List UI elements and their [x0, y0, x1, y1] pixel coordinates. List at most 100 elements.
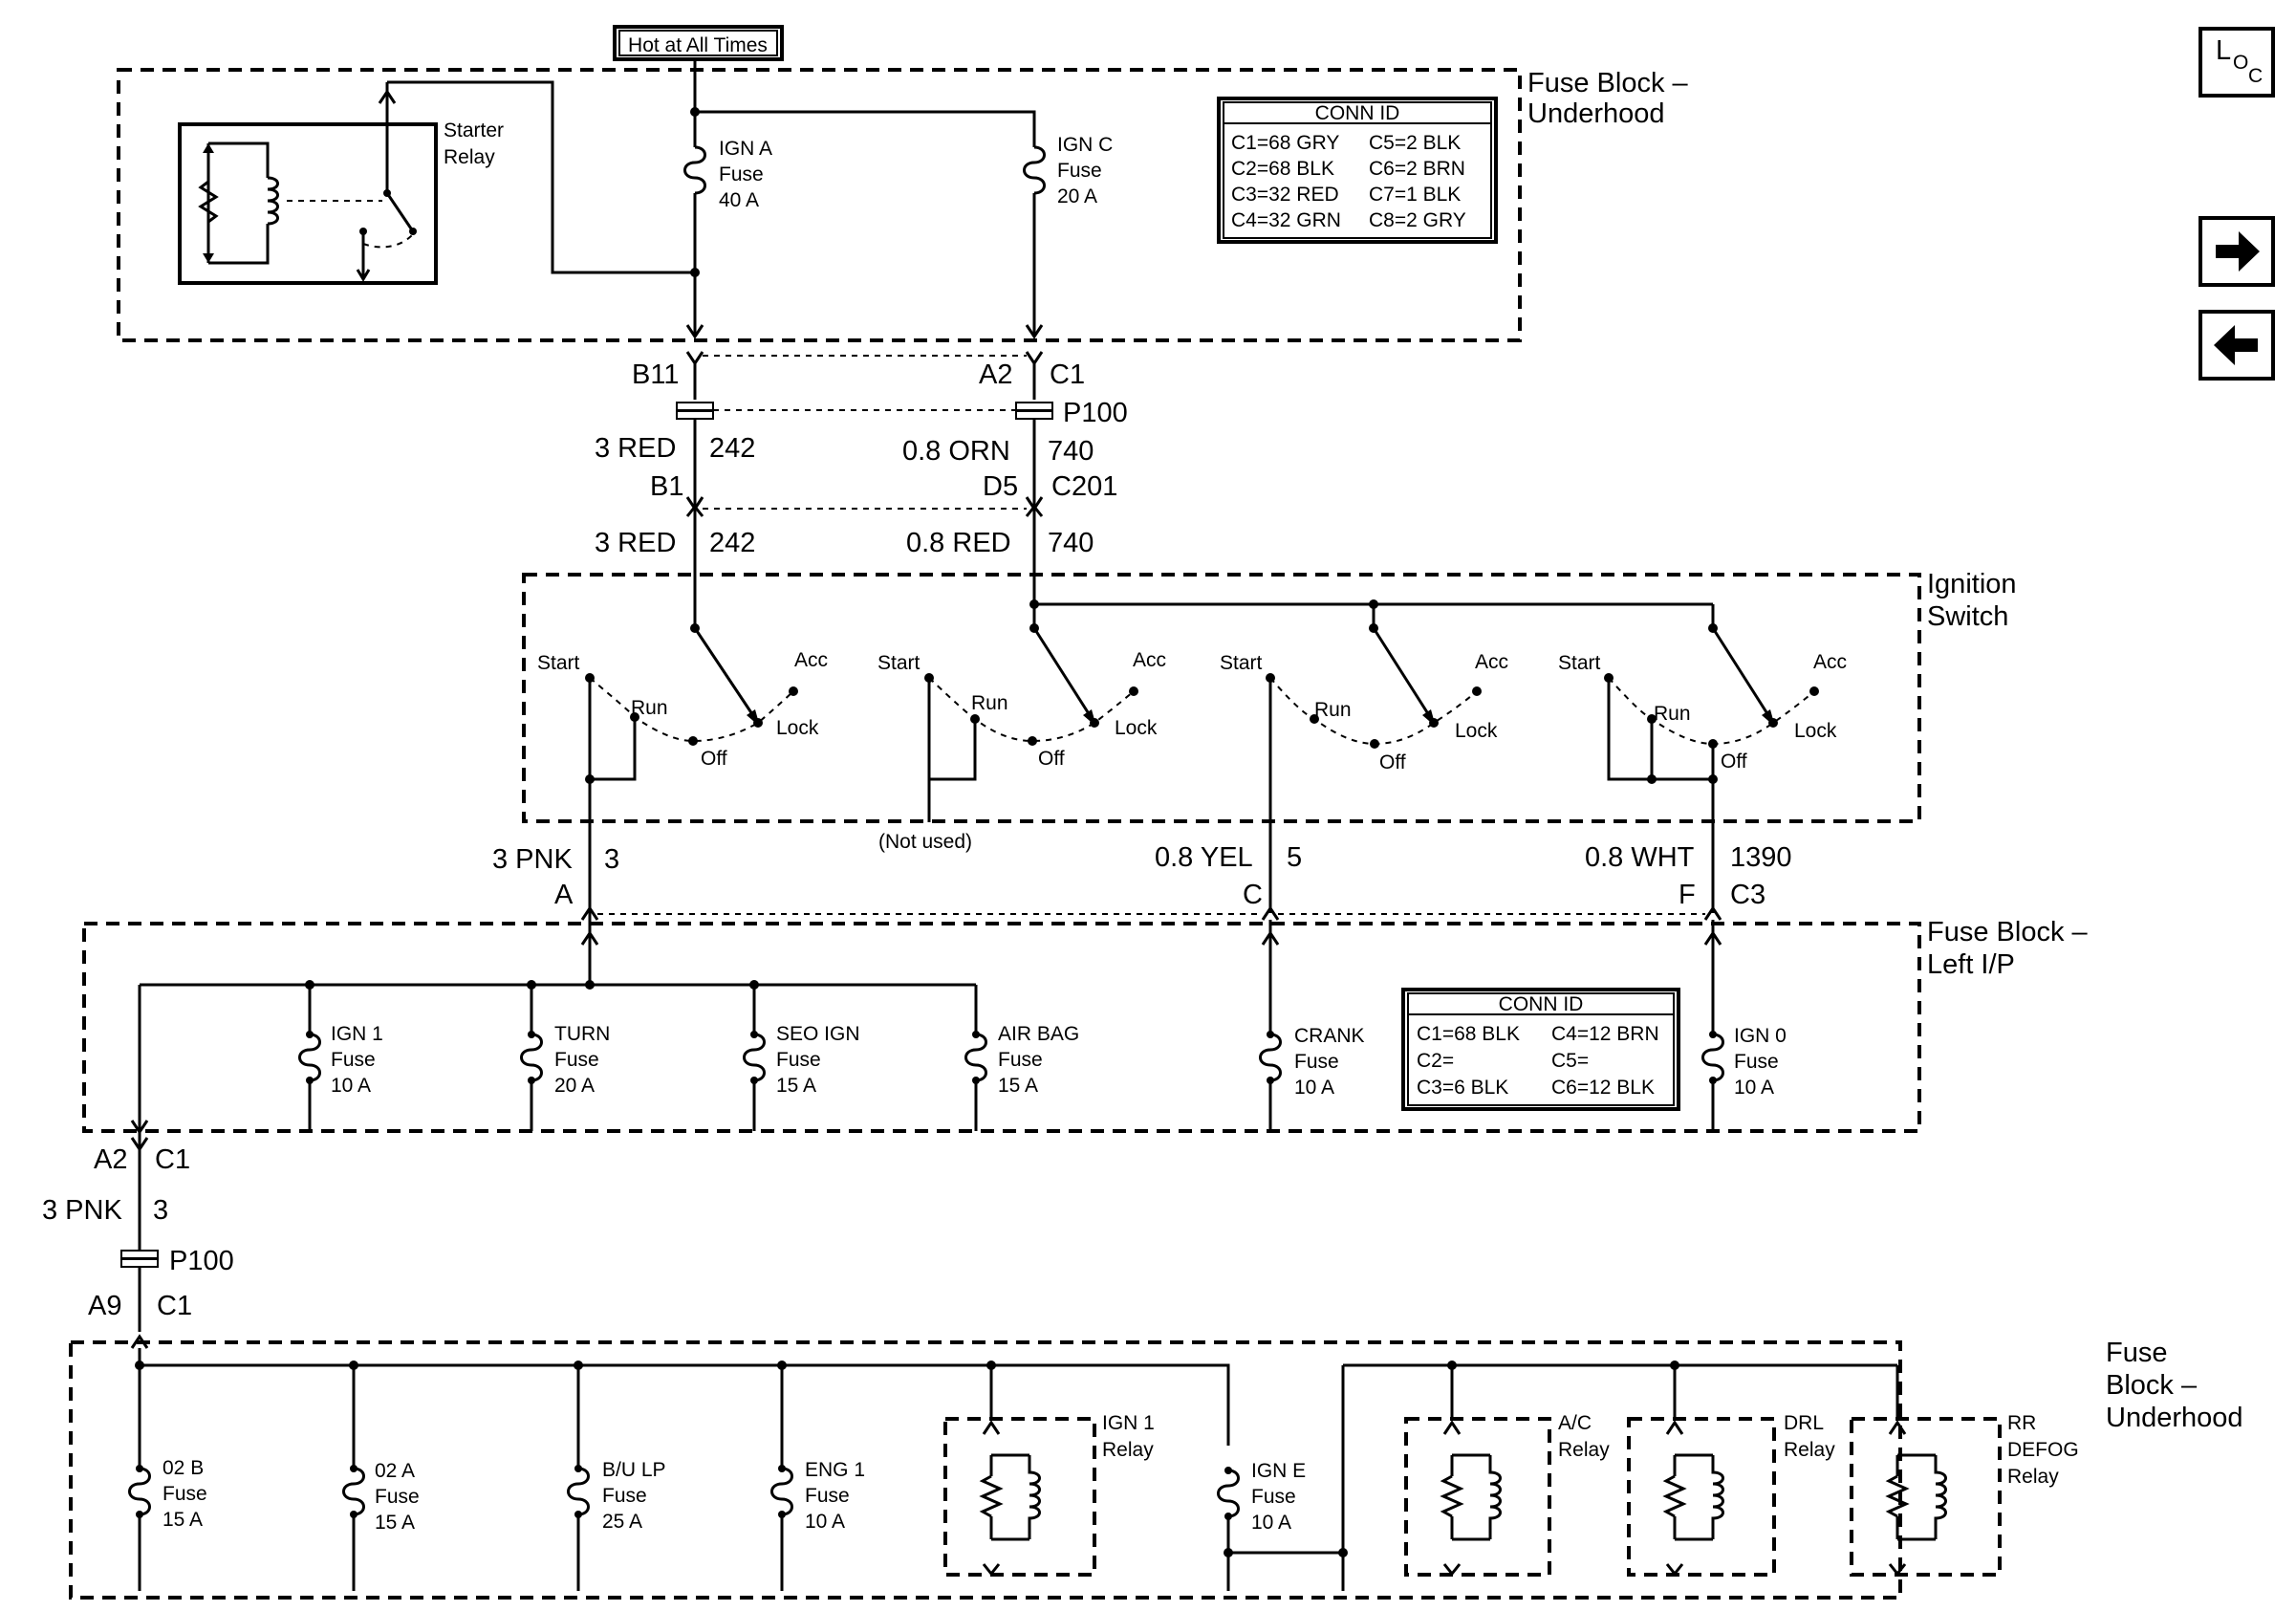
svg-text:SEO IGN: SEO IGN: [776, 1023, 860, 1045]
svg-text:Off: Off: [701, 748, 727, 770]
svg-text:D5: D5: [983, 471, 1018, 502]
ignition-switch: Ignition Switch Start Run Off Lock Acc: [522, 569, 2017, 913]
svg-text:5: 5: [1287, 842, 1302, 873]
ignition-section-2: Start Run Off Lock Acc: [877, 623, 1166, 822]
svg-text:B/U LP: B/U LP: [602, 1459, 666, 1481]
svg-text:Start: Start: [1220, 652, 1263, 674]
fuse-block-underhood-bottom: Fuse Block – Underhood 02 B Fuse 15 A 02: [69, 1334, 2243, 1600]
svg-text:Fuse: Fuse: [1294, 1051, 1339, 1073]
ign-1-relay: IGN 1 Relay: [943, 1365, 1155, 1577]
svg-text:Acc: Acc: [1133, 649, 1166, 671]
svg-text:C5=: C5=: [1551, 1050, 1589, 1072]
svg-text:10 A: 10 A: [331, 1075, 371, 1097]
svg-text:Start: Start: [877, 652, 921, 674]
svg-text:Fuse: Fuse: [375, 1486, 420, 1508]
forward-button[interactable]: [2199, 216, 2275, 287]
svg-text:20 A: 20 A: [554, 1075, 595, 1097]
svg-text:B11: B11: [632, 359, 679, 390]
svg-text:C1=68 GRY: C1=68 GRY: [1231, 132, 1339, 154]
svg-text:Left I/P: Left I/P: [1927, 949, 2015, 980]
svg-text:242: 242: [709, 528, 755, 558]
ign-0-fuse: IGN 0 Fuse 10 A: [1701, 920, 1787, 1131]
ign-1-fuse: IGN 1 Fuse 10 A: [298, 985, 383, 1131]
svg-text:Relay: Relay: [444, 146, 495, 168]
rr-defog-relay: RR DEFOG Relay: [1850, 1396, 2079, 1577]
ign-c-fuse: IGN C Fuse 20 A: [1023, 134, 1113, 339]
svg-text:Run: Run: [1654, 703, 1691, 725]
svg-text:C6=2 BRN: C6=2 BRN: [1369, 158, 1465, 180]
svg-text:Fuse: Fuse: [1734, 1051, 1779, 1073]
svg-text:ENG 1: ENG 1: [805, 1459, 865, 1481]
svg-text:A/C: A/C: [1558, 1412, 1592, 1434]
svg-text:Fuse Block –: Fuse Block –: [1927, 917, 2088, 947]
svg-text:TURN: TURN: [554, 1023, 610, 1045]
svg-text:02 B: 02 B: [162, 1457, 204, 1479]
svg-text:B1: B1: [650, 471, 683, 502]
svg-text:C4=12 BRN: C4=12 BRN: [1551, 1023, 1659, 1045]
ignition-section-3: Start Run Off Lock Acc: [1220, 623, 1508, 913]
ignition-section-1: Start Run Off Lock Acc: [537, 623, 828, 913]
svg-text:Acc: Acc: [794, 649, 828, 671]
svg-text:Lock: Lock: [1115, 717, 1158, 739]
back-button[interactable]: [2199, 310, 2275, 381]
o2-a-fuse: 02 A Fuse 15 A: [342, 1365, 420, 1591]
svg-text:Lock: Lock: [1455, 720, 1498, 742]
svg-text:10 A: 10 A: [1251, 1512, 1291, 1534]
arrow-right-icon: [2216, 231, 2260, 272]
svg-text:Fuse: Fuse: [2106, 1338, 2167, 1368]
svg-text:Run: Run: [631, 697, 668, 719]
svg-text:Start: Start: [1558, 652, 1601, 674]
svg-text:C1: C1: [1050, 359, 1085, 390]
crank-fuse: CRANK Fuse 10 A: [1259, 920, 1365, 1131]
svg-text:15 A: 15 A: [375, 1512, 415, 1534]
svg-text:Fuse: Fuse: [602, 1485, 647, 1507]
svg-text:Switch: Switch: [1927, 601, 2008, 632]
svg-text:242: 242: [709, 433, 755, 464]
svg-text:RR: RR: [2007, 1412, 2036, 1434]
svg-text:15 A: 15 A: [998, 1075, 1038, 1097]
svg-text:Fuse: Fuse: [1057, 160, 1102, 182]
drl-relay: DRL Relay: [1627, 1365, 1835, 1577]
svg-text:IGN 0: IGN 0: [1734, 1025, 1787, 1047]
svg-text:DRL: DRL: [1784, 1412, 1824, 1434]
svg-text:C1: C1: [155, 1144, 190, 1175]
svg-text:25 A: 25 A: [602, 1511, 642, 1533]
svg-text:740: 740: [1048, 528, 1094, 558]
air-bag-fuse: AIR BAG Fuse 15 A: [964, 985, 1079, 1131]
connectors-mid: 3 PNK 3 A 0.8 YEL 5 C 0.8 WHT 1390 F C3: [492, 842, 1792, 921]
svg-text:3 RED: 3 RED: [595, 433, 676, 464]
seo-ign-fuse: SEO IGN Fuse 15 A: [743, 985, 860, 1131]
svg-text:3 PNK: 3 PNK: [492, 844, 573, 875]
svg-text:L: L: [2216, 35, 2231, 66]
svg-text:Hot at All Times: Hot at All Times: [628, 34, 768, 56]
eng-1-fuse: ENG 1 Fuse 10 A: [770, 1365, 865, 1591]
svg-text:C2=: C2=: [1417, 1050, 1454, 1072]
svg-text:10 A: 10 A: [1294, 1077, 1334, 1099]
svg-text:C4=32 GRN: C4=32 GRN: [1231, 209, 1341, 231]
svg-text:10 A: 10 A: [805, 1511, 845, 1533]
loc-button[interactable]: L O C: [2199, 27, 2275, 98]
svg-text:Starter: Starter: [444, 120, 504, 142]
svg-text:Acc: Acc: [1475, 651, 1508, 673]
svg-text:1390: 1390: [1730, 842, 1792, 873]
svg-text:F: F: [1679, 880, 1696, 910]
svg-text:10 A: 10 A: [1734, 1077, 1774, 1099]
svg-text:Fuse: Fuse: [998, 1049, 1043, 1071]
svg-text:Fuse: Fuse: [554, 1049, 599, 1071]
not-used-label: (Not used): [878, 831, 972, 853]
svg-text:Fuse: Fuse: [162, 1483, 207, 1505]
svg-text:CONN ID: CONN ID: [1499, 993, 1584, 1015]
svg-text:A2: A2: [94, 1144, 127, 1175]
svg-text:C8=2 GRY: C8=2 GRY: [1369, 209, 1466, 231]
svg-text:Lock: Lock: [1794, 720, 1837, 742]
svg-text:C1=68 BLK: C1=68 BLK: [1417, 1023, 1520, 1045]
svg-text:Off: Off: [1038, 748, 1065, 770]
svg-text:IGN 1: IGN 1: [331, 1023, 383, 1045]
svg-text:15 A: 15 A: [776, 1075, 816, 1097]
svg-text:CONN ID: CONN ID: [1315, 102, 1400, 124]
fuse-block-left-ip: Fuse Block – Left I/P IGN 1 Fuse 10 A TU: [82, 913, 2088, 1138]
svg-text:0.8 ORN: 0.8 ORN: [902, 436, 1010, 467]
svg-text:Fuse: Fuse: [719, 163, 764, 185]
svg-text:O: O: [2233, 52, 2248, 74]
svg-text:Relay: Relay: [2007, 1466, 2059, 1488]
